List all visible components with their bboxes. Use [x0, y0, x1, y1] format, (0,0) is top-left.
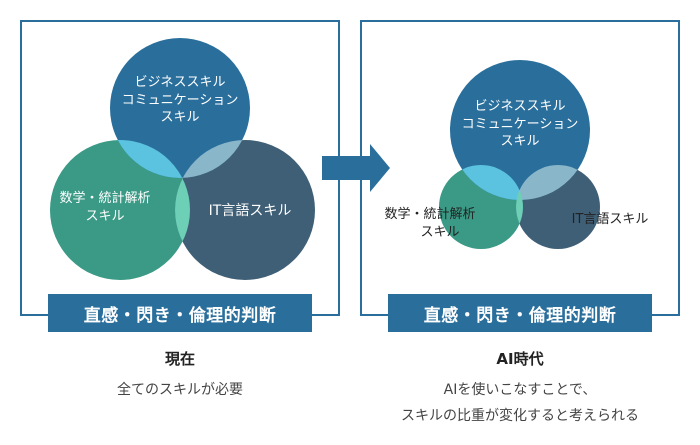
right-arrow-icon [322, 144, 390, 192]
left-intuition-banner: 直感・閃き・倫理的判断 [48, 294, 312, 332]
left-math-line1: 数学・統計解析 [59, 191, 151, 206]
left-caption: 現在 全てのスキルが必要 [20, 348, 340, 399]
right-it-label: IT言語スキル [571, 212, 649, 227]
right-math-line1: 数学・統計解析 [384, 207, 476, 222]
left-business-line2: コミュニケーション [121, 92, 239, 108]
left-math-circle [50, 140, 190, 280]
right-business-label: ビジネススキル コミュニケーション スキル [450, 98, 590, 151]
right-math-label: 数学・統計解析 スキル [370, 206, 490, 241]
ai-era-subtitle-line2: スキルの比重が変化すると考えられる [401, 408, 639, 424]
left-it-circle [175, 140, 315, 280]
right-business-line2: コミュニケーション [461, 116, 579, 132]
left-business-circle [110, 38, 250, 178]
right-caption: AI時代 AIを使いこなすことで、 スキルの比重が変化すると考えられる [360, 348, 680, 425]
left-business-line1: ビジネススキル [134, 75, 226, 90]
right-math-line2: スキル [420, 224, 460, 240]
left-math-label: 数学・統計解析 スキル [45, 190, 165, 225]
right-business-line1: ビジネススキル [474, 99, 566, 114]
left-business-label: ビジネススキル コミュニケーション スキル [110, 74, 250, 127]
right-business-line3: スキル [500, 134, 540, 150]
right-business-circle [450, 60, 590, 200]
left-business-line3: スキル [160, 110, 200, 126]
current-subtitle: 全てのスキルが必要 [117, 382, 243, 398]
left-math-line2: スキル [85, 208, 125, 224]
current-title: 現在 [164, 350, 195, 368]
left-it-label: IT言語スキル [208, 203, 292, 219]
ai-era-subtitle-line1: AIを使いこなすことで、 [443, 382, 597, 398]
ai-era-title: AI時代 [496, 350, 544, 368]
right-intuition-banner: 直感・閃き・倫理的判断 [388, 294, 652, 332]
